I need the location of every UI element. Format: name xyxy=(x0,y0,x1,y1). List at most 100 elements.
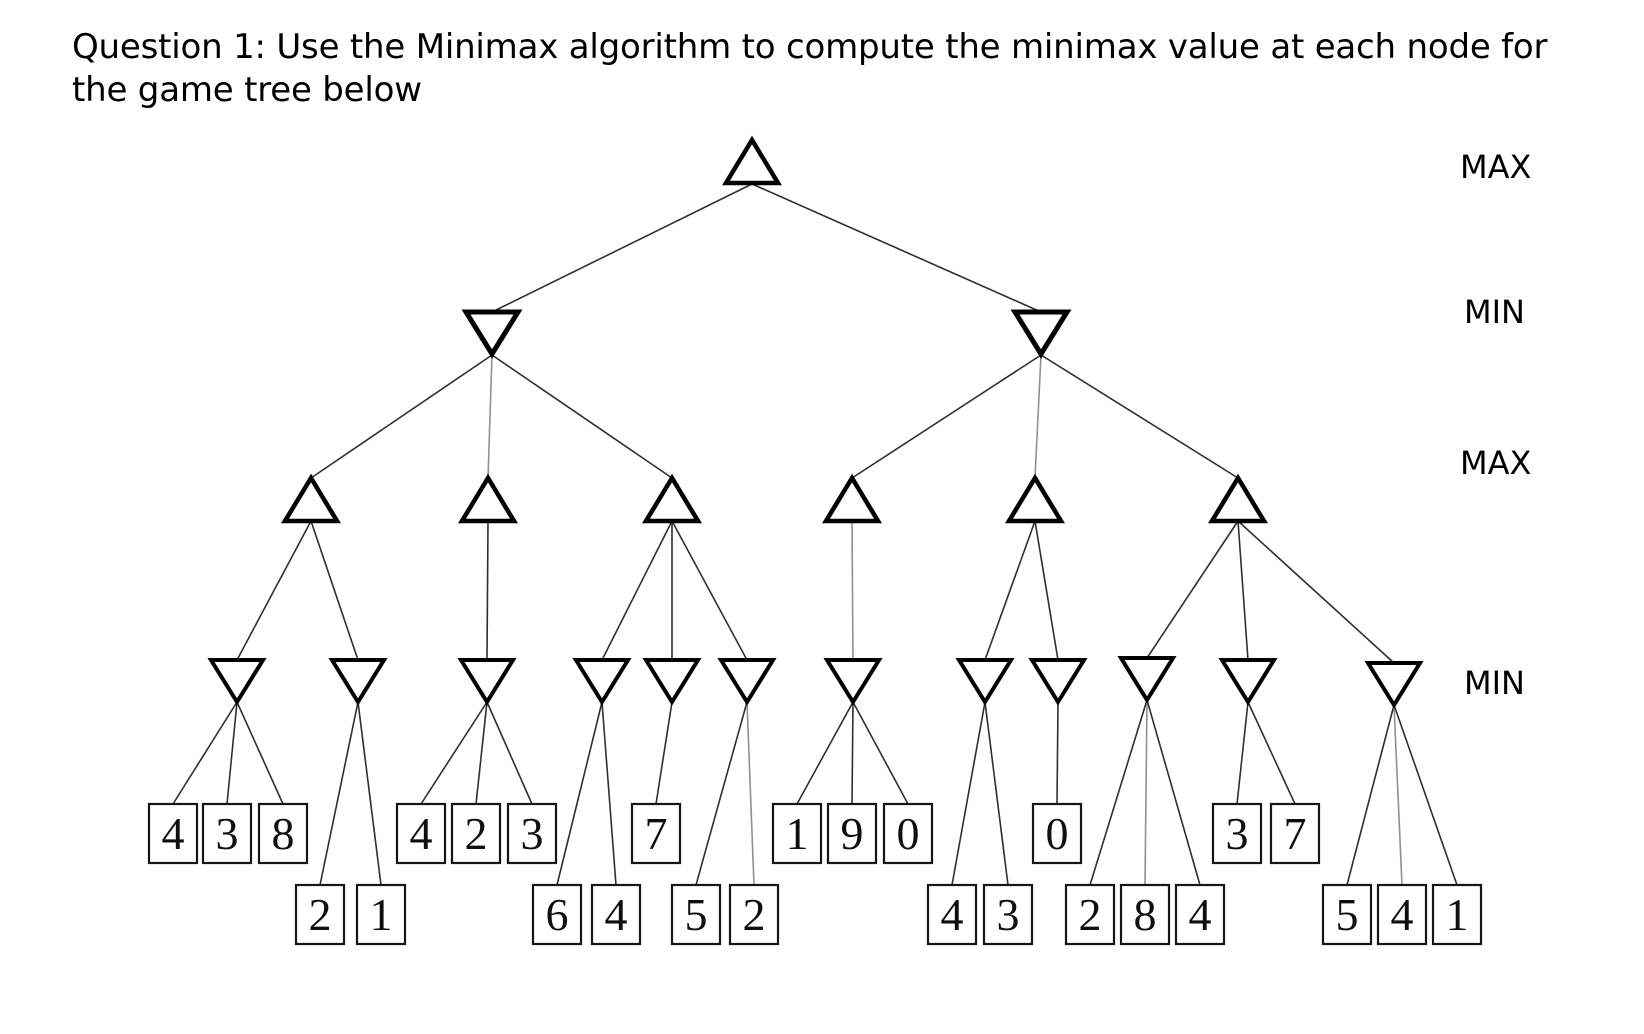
leaf-value: 2 xyxy=(1079,889,1102,940)
leaf-box xyxy=(826,802,878,865)
min-node xyxy=(461,309,523,359)
level-label: MIN xyxy=(1464,293,1525,331)
min-node xyxy=(823,658,883,706)
tree-edge xyxy=(751,183,1042,313)
leaf-box xyxy=(201,802,253,865)
leaf-box xyxy=(395,802,447,865)
leaf-box xyxy=(630,802,682,865)
tree-edge xyxy=(236,520,312,661)
leaf-value: 1 xyxy=(1446,889,1469,940)
min-node xyxy=(717,658,777,706)
max-node xyxy=(642,473,702,524)
tree-edge xyxy=(1346,704,1395,886)
leaf-value: 7 xyxy=(645,808,668,859)
leaf-value: 6 xyxy=(546,889,569,940)
tree-edge xyxy=(172,701,238,805)
leaf-value: 5 xyxy=(685,889,708,940)
tree-edge xyxy=(486,520,489,661)
tree-edge xyxy=(984,520,1036,661)
leaf-value: 4 xyxy=(162,808,185,859)
level-label: MAX xyxy=(1460,148,1531,186)
tree-edge xyxy=(319,701,359,886)
max-node xyxy=(822,473,882,524)
leaf-box xyxy=(1211,802,1263,865)
tree-edge xyxy=(851,354,1042,479)
tree-edge xyxy=(1034,520,1059,661)
tree-edge xyxy=(796,701,854,805)
leaf-box xyxy=(506,802,558,865)
leaf-value: 4 xyxy=(605,889,628,940)
tree-edge xyxy=(310,520,359,661)
min-node xyxy=(207,658,267,706)
min-node xyxy=(1010,309,1072,359)
max-node xyxy=(1208,473,1268,524)
min-node xyxy=(1364,661,1424,709)
leaf-box xyxy=(670,883,722,946)
min-node xyxy=(1218,658,1278,706)
leaf-box xyxy=(1269,802,1321,865)
leaf-box xyxy=(1119,883,1171,946)
leaf-value: 9 xyxy=(841,808,864,859)
min-node xyxy=(572,658,632,706)
max-node xyxy=(1005,473,1065,524)
leaf-value: 3 xyxy=(997,889,1020,940)
leaf-value: 8 xyxy=(272,808,295,859)
tree-edge xyxy=(487,354,493,479)
tree-edge xyxy=(671,520,748,661)
leaf-box xyxy=(1376,883,1428,946)
tree-edge xyxy=(1146,699,1201,886)
tree-edge xyxy=(1040,354,1239,479)
tree-edge xyxy=(1236,701,1249,805)
tree-edge xyxy=(226,701,238,805)
min-node xyxy=(1117,656,1177,704)
leaf-value: 1 xyxy=(370,889,393,940)
tree-edge xyxy=(984,701,1009,886)
leaf-box xyxy=(882,802,934,865)
level-label: MIN xyxy=(1464,664,1525,702)
leaf-box xyxy=(1431,883,1483,946)
tree-edge xyxy=(601,701,617,886)
tree-edge xyxy=(1144,699,1148,886)
leaf-value: 7 xyxy=(1284,808,1307,859)
leaf-box xyxy=(450,802,502,865)
tree-edge xyxy=(475,701,488,805)
min-node xyxy=(642,658,702,706)
leaf-value: 3 xyxy=(216,808,239,859)
tree-edge xyxy=(486,701,533,805)
tree-edge xyxy=(1034,354,1042,479)
leaf-value: 2 xyxy=(465,808,488,859)
min-node xyxy=(457,658,517,706)
leaf-value: 2 xyxy=(309,889,332,940)
tree-edge xyxy=(420,701,488,805)
leaf-value: 5 xyxy=(1336,889,1359,940)
leaf-box xyxy=(1064,883,1116,946)
tree-edge xyxy=(851,520,854,661)
tree-edge xyxy=(1146,520,1239,659)
leaf-box xyxy=(355,883,407,946)
max-node xyxy=(722,135,782,186)
tree-edge xyxy=(1089,699,1148,886)
leaf-box xyxy=(1174,883,1226,946)
leaf-value: 0 xyxy=(897,808,920,859)
tree-edge xyxy=(601,520,673,661)
tree-edge xyxy=(1237,520,1249,661)
leaf-value: 4 xyxy=(941,889,964,940)
min-node xyxy=(1028,658,1088,706)
tree-edge xyxy=(851,701,854,805)
leaf-value: 1 xyxy=(786,808,809,859)
level-label: MAX xyxy=(1460,444,1531,482)
leaf-value: 4 xyxy=(1189,889,1212,940)
question-title: Question 1: Use the Minimax algorithm to… xyxy=(72,26,1552,112)
leaf-box xyxy=(982,883,1034,946)
leaf-box xyxy=(771,802,823,865)
leaf-box xyxy=(257,802,309,865)
tree-edge xyxy=(310,354,493,479)
tree-edge xyxy=(357,701,382,886)
tree-edge xyxy=(491,183,753,313)
tree-edge xyxy=(951,701,986,886)
leaf-value: 4 xyxy=(410,808,433,859)
question-title-line2: the game tree below xyxy=(72,70,422,111)
leaf-box xyxy=(1321,883,1373,946)
leaf-box xyxy=(531,883,583,946)
